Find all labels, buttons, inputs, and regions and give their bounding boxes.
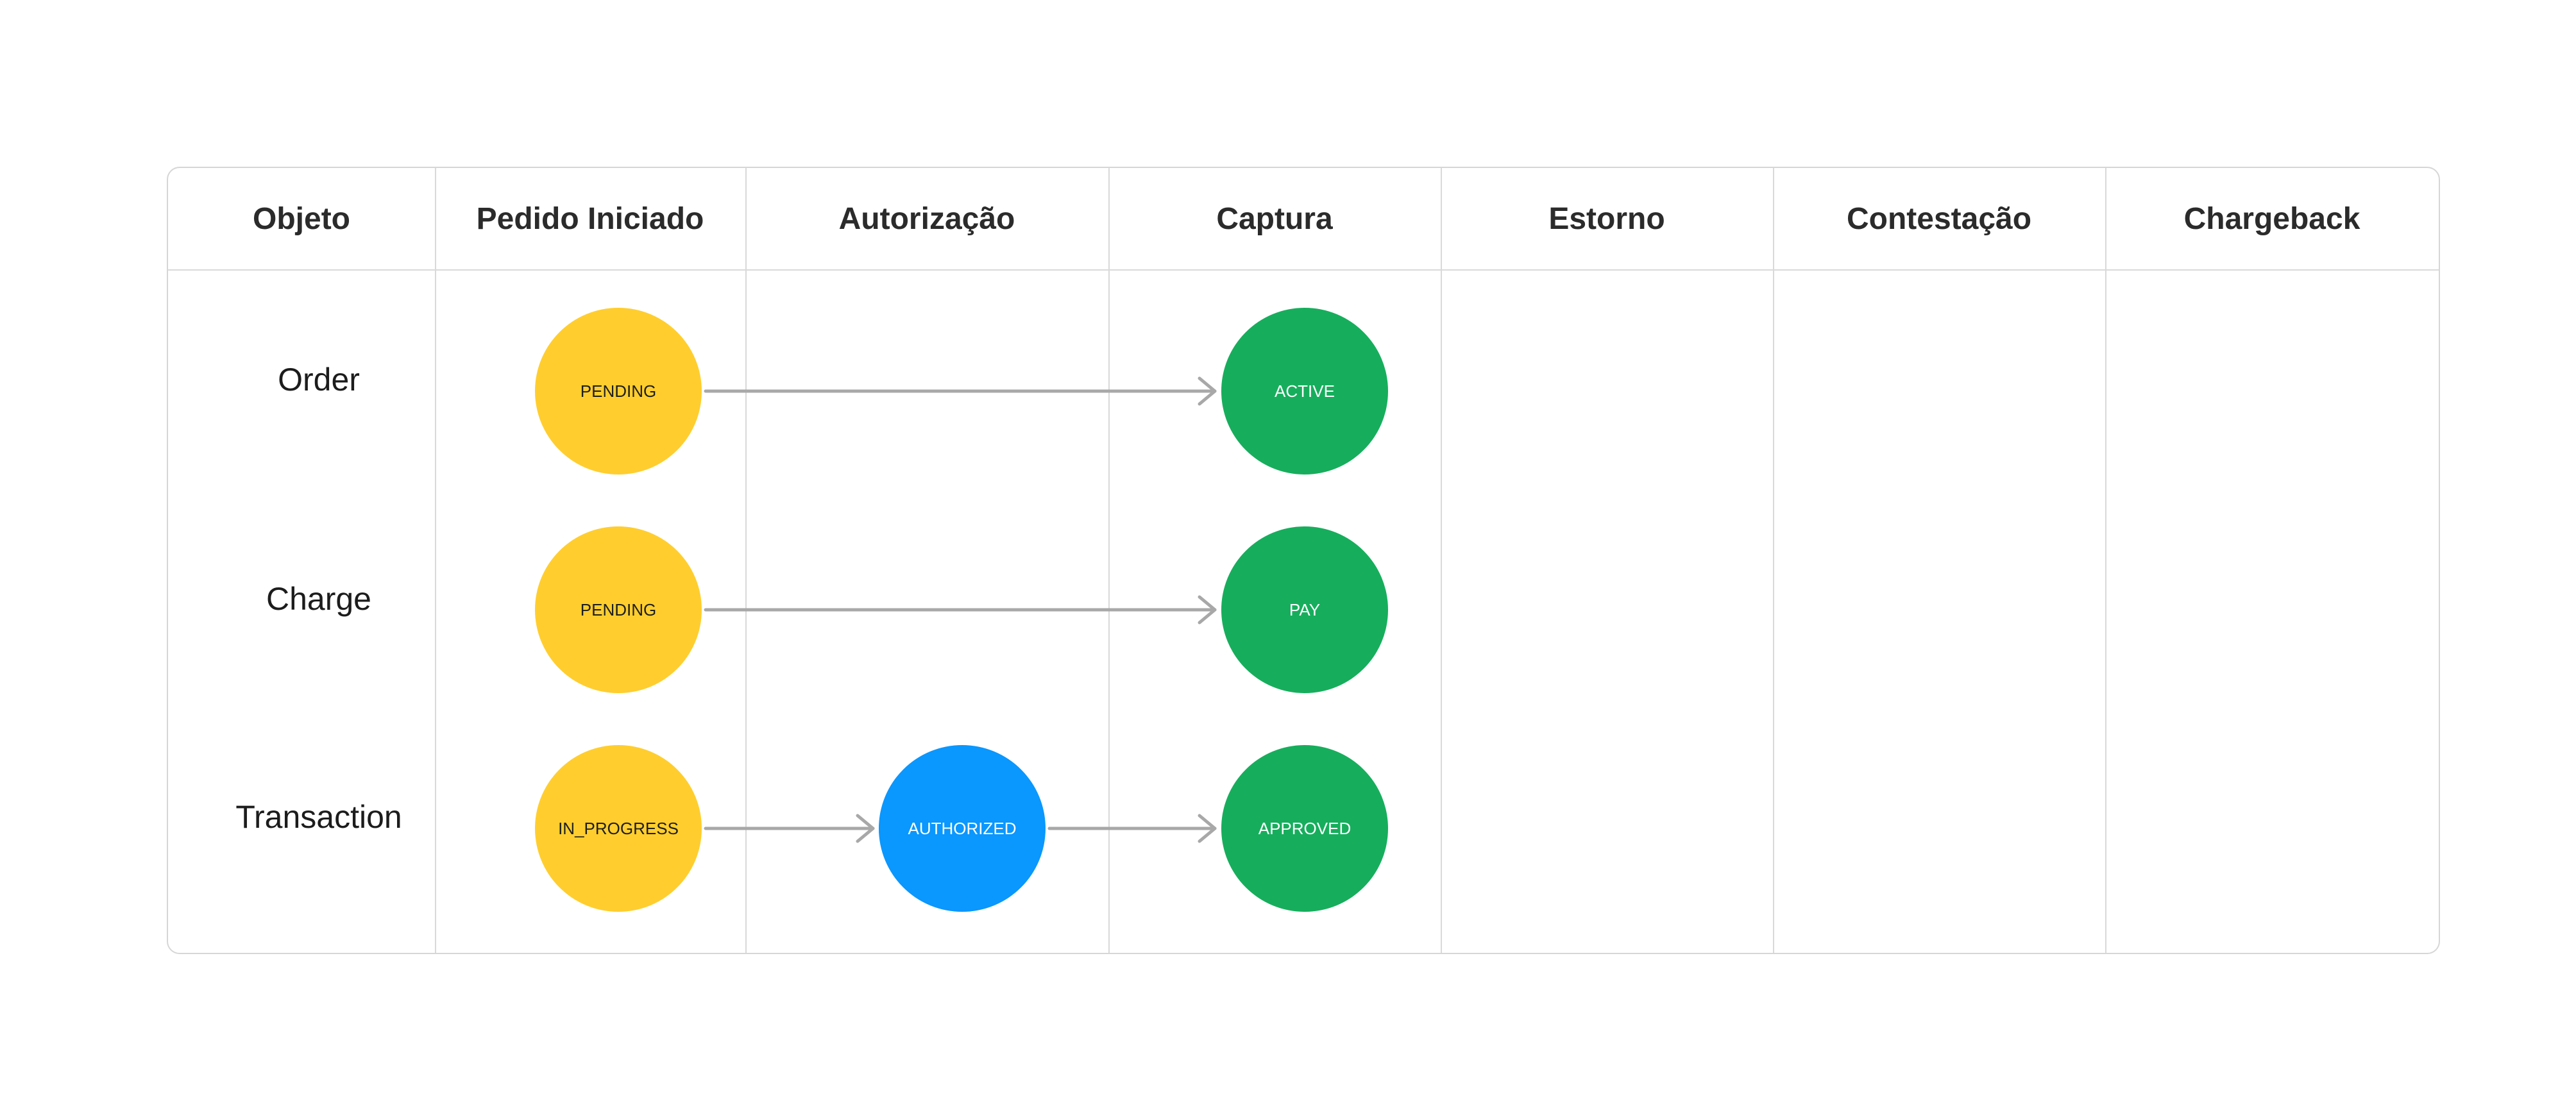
state-transaction-authorized: AUTHORIZED	[879, 745, 1046, 912]
column-divider	[435, 168, 436, 953]
state-order-pending: PENDING	[535, 308, 702, 474]
header-estorno: Estorno	[1548, 201, 1665, 236]
column-divider	[1441, 168, 1442, 953]
header-divider	[168, 269, 2439, 271]
column-divider	[745, 168, 747, 953]
row-label-transaction: Transaction	[235, 799, 402, 835]
row-label-charge: Charge	[266, 581, 371, 617]
column-divider	[1773, 168, 1774, 953]
header-captura: Captura	[1216, 201, 1333, 236]
state-order-active: ACTIVE	[1221, 308, 1388, 474]
state-transaction-in-progress: IN_PROGRESS	[535, 745, 702, 912]
column-divider	[2105, 168, 2106, 953]
header-objeto: Objeto	[253, 201, 350, 236]
state-charge-pending: PENDING	[535, 526, 702, 693]
column-divider	[1108, 168, 1110, 953]
state-transaction-approved: APPROVED	[1221, 745, 1388, 912]
header-contestacao: Contestação	[1846, 201, 2032, 236]
header-pedido-iniciado: Pedido Iniciado	[476, 201, 704, 236]
header-chargeback: Chargeback	[2183, 201, 2360, 236]
header-autorizacao: Autorização	[838, 201, 1015, 236]
state-charge-pay: PAY	[1221, 526, 1388, 693]
row-label-order: Order	[278, 362, 360, 398]
